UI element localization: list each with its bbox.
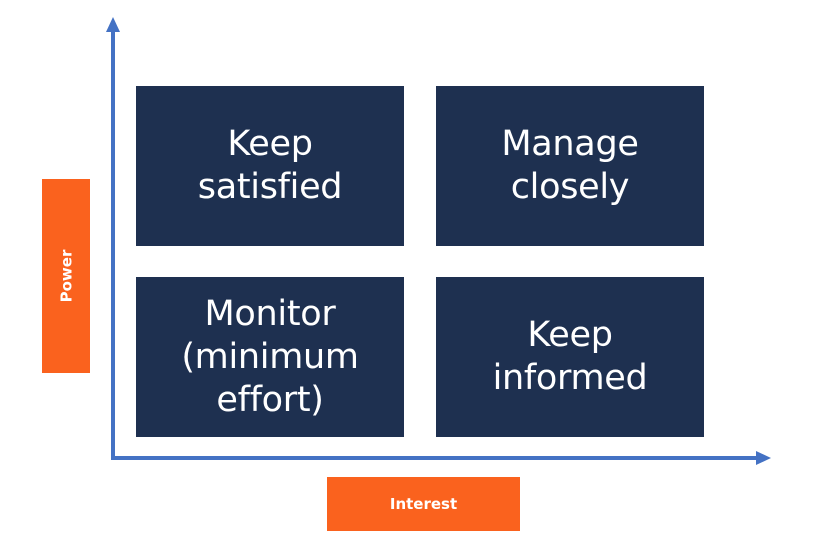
quadrant-keep-informed: Keep informed <box>436 277 704 437</box>
quadrant-label: Manage closely <box>501 124 639 207</box>
y-axis-label: Power <box>42 179 90 373</box>
quadrant-monitor: Monitor (minimum effort) <box>136 277 404 437</box>
quadrant-label: Monitor (minimum effort) <box>181 293 359 420</box>
y-axis-arrowhead-icon <box>106 17 120 32</box>
quadrant-manage-closely: Manage closely <box>436 86 704 246</box>
x-axis-arrowhead-icon <box>756 451 771 465</box>
x-axis-label-text: Interest <box>389 495 458 513</box>
y-axis-label-text: Power <box>57 249 76 303</box>
x-axis-label: Interest <box>327 477 520 531</box>
quadrant-keep-satisfied: Keep satisfied <box>136 86 404 246</box>
quadrant-label: Keep informed <box>492 315 648 398</box>
quadrant-label: Keep satisfied <box>197 124 343 207</box>
